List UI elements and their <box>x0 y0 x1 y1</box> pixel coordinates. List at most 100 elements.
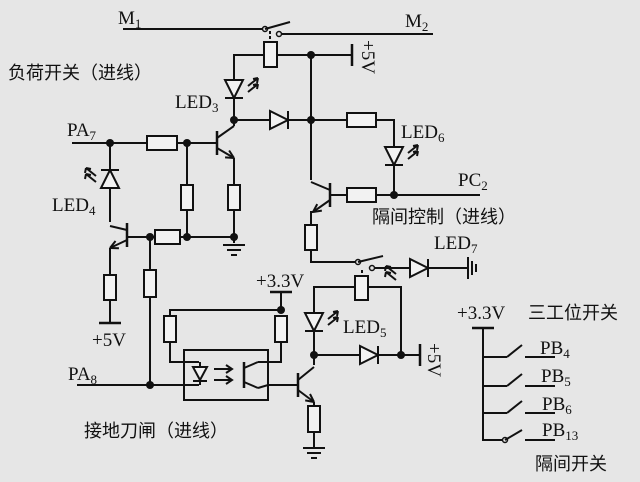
wire <box>482 328 503 441</box>
junction-dot <box>230 116 238 124</box>
led5-label: LED5 <box>343 317 386 340</box>
emitter-arrow <box>305 393 315 403</box>
transistor-q2 <box>310 181 331 213</box>
optocoupler-box <box>183 349 269 401</box>
pb4-label: PB4 <box>540 338 570 361</box>
opto-led-icon <box>191 366 209 383</box>
junction-dot <box>106 139 114 147</box>
earthing-switch-label: 接地刀闸（进线） <box>84 421 228 442</box>
light-arrow-icon <box>407 150 419 160</box>
isolation-switch-label: 隔间开关 <box>535 454 607 475</box>
opto-light-arrow-icon <box>214 364 234 385</box>
diode-icon <box>359 344 381 366</box>
m1-label: M1 <box>118 8 141 31</box>
led6-label: LED6 <box>401 122 445 145</box>
pb13-label: PB13 <box>542 420 578 443</box>
transistor-q1 <box>216 125 235 159</box>
led3-label: LED3 <box>175 92 218 115</box>
wire <box>243 361 259 369</box>
ground-icon <box>467 257 477 279</box>
wire <box>376 119 395 195</box>
resistor <box>307 405 321 433</box>
resistor <box>103 274 117 301</box>
junction-dot <box>307 51 315 59</box>
led-icon <box>303 312 325 334</box>
transistor-q4 <box>297 366 315 403</box>
junction-dot <box>146 233 154 241</box>
pa7-label: PA7 <box>67 120 97 143</box>
junction-dot <box>397 351 405 359</box>
resistor <box>304 224 318 251</box>
pa8-label: PA8 <box>68 364 97 387</box>
switch-lever <box>506 400 523 414</box>
resistor <box>346 112 377 128</box>
light-arrow-icon <box>247 83 259 93</box>
pb6-label: PB6 <box>542 394 572 417</box>
light-arrow-icon <box>84 167 97 177</box>
switch-contact <box>275 30 283 38</box>
light-arrow-icon <box>327 310 339 320</box>
switch-lever <box>357 255 384 263</box>
resistor <box>146 135 178 151</box>
junction-dot <box>310 351 318 359</box>
led-icon <box>223 79 245 101</box>
components <box>84 21 523 459</box>
light-arrow-icon <box>384 265 397 275</box>
relay-coil <box>263 41 278 68</box>
wire <box>313 286 355 365</box>
relay-coil <box>354 275 369 301</box>
emitter-arrow <box>225 149 235 159</box>
junction-dot <box>230 233 238 241</box>
three-position-switch-label: 三工位开关 <box>528 303 618 324</box>
wire <box>368 286 402 355</box>
wire <box>257 384 298 389</box>
emitter-arrow <box>109 240 119 250</box>
junction-dot <box>390 191 398 199</box>
light-arrow-icon <box>247 77 259 87</box>
resistor <box>274 315 288 343</box>
isolation-control-label: 隔间控制（进线） <box>372 207 516 228</box>
light-arrow-icon <box>407 144 419 154</box>
p5v-right-label: +5V <box>423 343 444 377</box>
junction-dot <box>277 306 285 314</box>
wire <box>243 381 259 389</box>
p5v-left-label: +5V <box>92 330 126 351</box>
emitter-arrow <box>312 203 322 213</box>
resistor <box>154 229 181 245</box>
led-icon <box>409 257 431 279</box>
transistor-q3 <box>109 225 128 249</box>
ground-icon <box>223 244 245 256</box>
p33v-mid-label: +3.3V <box>256 271 304 292</box>
junction-dot <box>307 116 315 124</box>
switch-lever <box>506 344 523 358</box>
m2-label: M2 <box>405 11 428 34</box>
resistor <box>180 184 194 211</box>
load-switch-label: 负荷开关（进线） <box>8 63 152 84</box>
resistor <box>346 187 377 203</box>
resistor <box>143 269 157 298</box>
switch-lever <box>504 429 523 441</box>
resistor <box>163 315 177 343</box>
switch-lever <box>506 373 523 387</box>
junction-dot <box>146 381 154 389</box>
light-arrow-icon <box>384 271 397 281</box>
p33v-right-label: +3.3V <box>457 303 505 324</box>
led-icon <box>99 167 121 189</box>
led4-label: LED4 <box>52 195 96 218</box>
wire <box>169 292 282 363</box>
pb5-label: PB5 <box>541 366 571 389</box>
junction-dot <box>183 139 191 147</box>
junction-dot <box>183 233 191 241</box>
switch-contact <box>368 264 376 272</box>
pc2-label: PC2 <box>458 170 488 193</box>
ground-icon <box>303 447 325 459</box>
switch-lever <box>264 21 291 30</box>
p5v-top-label: +5V <box>357 40 378 74</box>
light-arrow-icon <box>84 173 97 183</box>
resistor <box>227 184 241 211</box>
led7-label: LED7 <box>434 233 478 256</box>
led-icon <box>383 146 405 168</box>
diode-icon <box>269 109 291 131</box>
